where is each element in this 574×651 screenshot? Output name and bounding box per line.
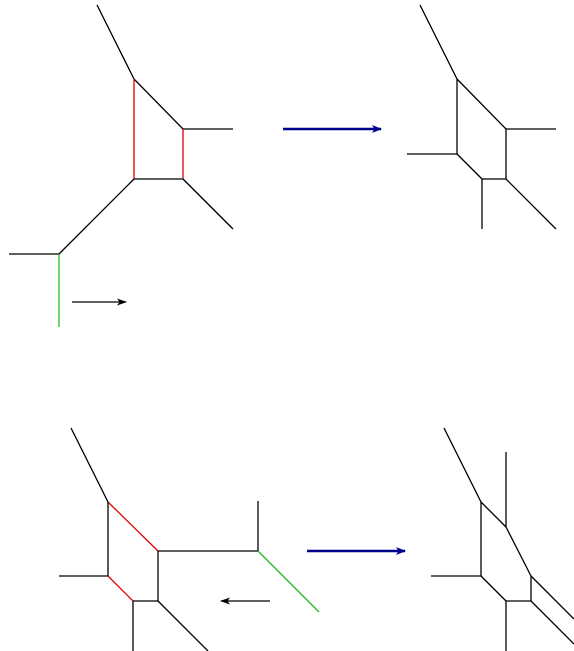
edge-ray — [530, 575, 574, 620]
edge-ray — [182, 178, 234, 230]
curve-bottom-right — [431, 427, 574, 651]
curve-top-left — [9, 4, 234, 327]
edge-right-diagonal — [505, 526, 532, 577]
edge-green — [257, 550, 320, 613]
edge-ray — [96, 4, 135, 80]
edge-red-bottom — [107, 575, 134, 602]
edge-diagonal — [58, 178, 135, 255]
edge-ray — [419, 4, 458, 80]
edge-top — [456, 78, 507, 130]
edge-lower-left — [456, 153, 483, 180]
edge-ray — [70, 427, 109, 503]
edge-ray — [505, 178, 557, 230]
edge-ray — [530, 600, 574, 645]
edge-lower-left — [480, 575, 507, 602]
edge-top — [133, 78, 184, 130]
curve-top-right — [407, 4, 557, 230]
edge-top — [480, 501, 507, 528]
edge-ray — [157, 600, 209, 651]
edge-ray — [443, 427, 482, 503]
edge-red-top — [107, 501, 159, 552]
curve-bottom-left — [59, 427, 320, 651]
